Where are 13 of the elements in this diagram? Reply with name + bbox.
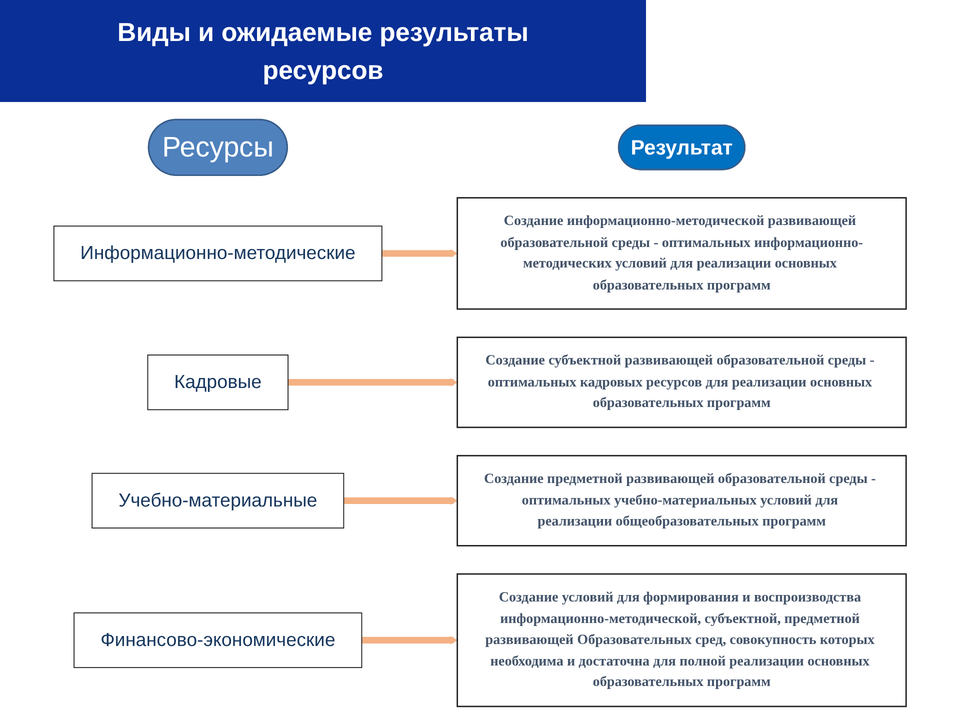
title-banner: Виды и ожидаемые результаты ресурсов	[0, 0, 646, 102]
arrow	[362, 636, 458, 644]
node-box: Создание субъектной развивающей образовательной среды - оптимальных кадровых ресурсов для реализации основных образовательных программ	[456, 336, 907, 428]
node-box: Кадровые	[147, 354, 289, 410]
node-box: Создание предметной развивающей образовательной среды - оптимальных учебно-материальных условий для реализации общеобразовательных программ	[456, 454, 907, 546]
node-box: Создание условий для формирования и воспроизводства информационно-методической, субъектной, предметной развивающей Образовательных сред, совокупность которых необходима и достаточна для полной реализации основных образовательных программ	[456, 573, 907, 708]
node-box: Информационно-методические	[53, 226, 382, 282]
node-box: Создание информационно-методической развивающей образовательной среды - оптимальных информационно-методических условий для реализации основных образовательных программ	[456, 197, 907, 310]
node-box: Учебно-материальные	[92, 472, 344, 528]
arrow	[288, 378, 458, 386]
node-box: Финансово-экономические	[74, 612, 362, 668]
arrow	[382, 249, 458, 258]
arrow	[344, 496, 458, 505]
